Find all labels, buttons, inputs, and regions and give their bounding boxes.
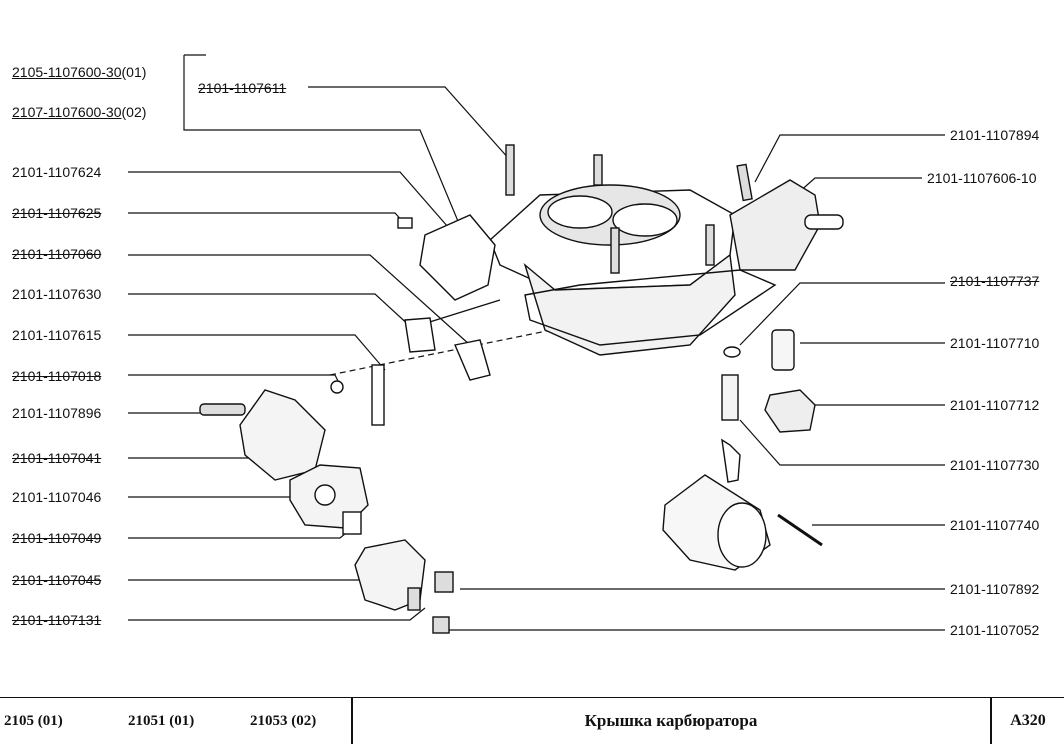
- model-3: 21053 (02): [250, 713, 317, 729]
- footer-divider-1: [351, 698, 353, 744]
- assembly-suffix-01: (01): [121, 64, 147, 80]
- parts-diagram: [128, 54, 945, 634]
- part-label-1107740: 2101-1107740: [950, 517, 1040, 533]
- assembly-label-02: 2107-1107600-30(02): [12, 104, 146, 120]
- part-label-1107611: 2101-1107611: [198, 80, 287, 96]
- part-label-1107049: 2101-1107049: [12, 530, 102, 546]
- page-title: Крышка карбюратора: [584, 711, 758, 730]
- part-label-1107606-10: 2101-1107606-10: [927, 170, 1037, 186]
- part-label-1107131: 2101-1107131: [12, 612, 102, 628]
- part-label-1107710: 2101-1107710: [950, 335, 1040, 351]
- part-label-1107730: 2101-1107730: [950, 457, 1040, 473]
- assembly-suffix-02: (02): [121, 104, 147, 120]
- part-label-1107018: 2101-1107018: [12, 368, 102, 384]
- footer-bar: 2105 (01) 21051 (01) 21053 (02) Крышка к…: [0, 697, 1064, 744]
- page-code: A320: [1010, 712, 1046, 729]
- part-label-1107060: 2101-1107060: [12, 246, 102, 262]
- part-label-1107052: 2101-1107052: [950, 622, 1040, 638]
- part-label-1107041: 2101-1107041: [12, 450, 102, 466]
- part-label-1107615: 2101-1107615: [12, 327, 102, 343]
- part-label-1107737: 2101-1107737: [950, 273, 1040, 289]
- assembly-label-01: 2105-1107600-30(01): [12, 64, 146, 80]
- part-label-1107712: 2101-1107712: [950, 397, 1040, 413]
- part-label-1107046: 2101-1107046: [12, 489, 102, 505]
- part-label-1107625: 2101-1107625: [12, 205, 102, 221]
- part-label-1107045: 2101-1107045: [12, 572, 102, 588]
- part-label-1107894: 2101-1107894: [950, 127, 1040, 143]
- part-label-1107624: 2101-1107624: [12, 164, 102, 180]
- leader-lines: [128, 54, 945, 631]
- model-2: 21051 (01): [128, 713, 195, 729]
- footer-divider-2: [990, 698, 992, 744]
- part-label-1107892: 2101-1107892: [950, 581, 1040, 597]
- part-label-1107630: 2101-1107630: [12, 286, 102, 302]
- assembly-number-01: 2105-1107600-30: [12, 64, 122, 80]
- part-label-1107896: 2101-1107896: [12, 405, 102, 421]
- model-1: 2105 (01): [4, 713, 63, 729]
- assembly-number-02: 2107-1107600-30: [12, 104, 122, 120]
- carburetor-cover-drawing: [199, 144, 844, 634]
